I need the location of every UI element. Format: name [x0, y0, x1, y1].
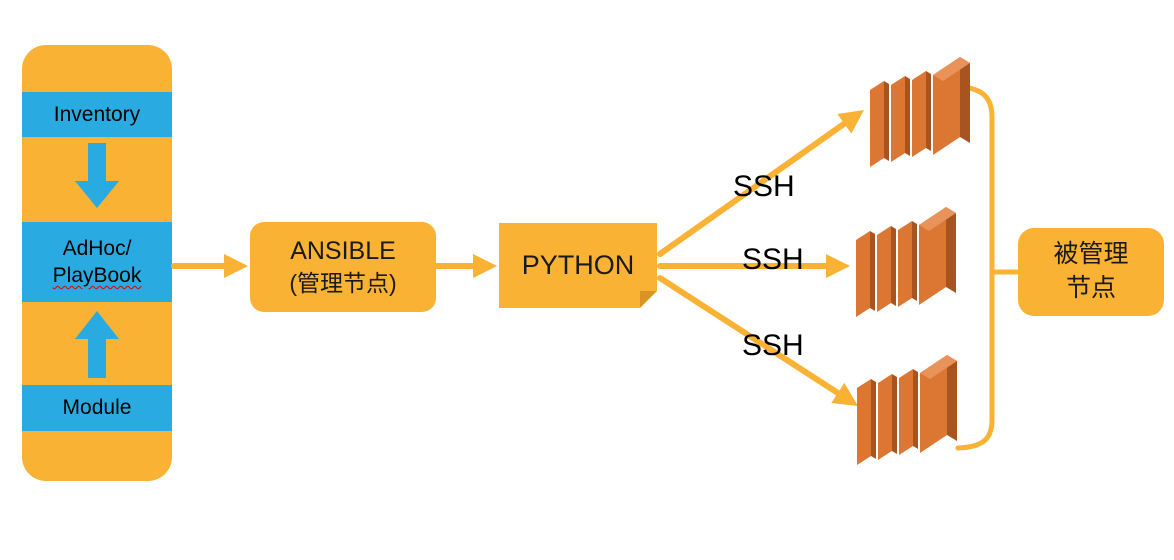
managed-nodes-box: 被管理 节点 [1018, 228, 1164, 316]
ssh-label-bottom: SSH [742, 329, 804, 362]
server-stack-shape [856, 207, 956, 317]
module-box: Module [22, 385, 172, 431]
up-arrow-icon [88, 339, 106, 378]
arrow-python-to-bottom-server [657, 275, 844, 398]
managed-label-line2: 节点 [1065, 274, 1116, 302]
up-arrow-head-icon [75, 311, 119, 339]
adhoc-playbook-box: AdHoc/ PlayBook [22, 222, 172, 302]
python-node-box: PYTHON [499, 223, 657, 308]
server-stack-icon [857, 355, 957, 465]
managed-nodes-bracket [955, 84, 1020, 451]
stack-internal-arrows [75, 143, 119, 378]
bracket-curve [955, 84, 995, 451]
arrowhead-icon [826, 254, 850, 278]
control-node-stack: Inventory AdHoc/ PlayBook Module [22, 45, 172, 481]
arrowhead-icon [831, 382, 858, 406]
managed-label-line1: 被管理 [1053, 240, 1129, 269]
ssh-label-top: SSH [733, 170, 795, 203]
inventory-box: Inventory [22, 92, 172, 137]
ansible-control-node-box: ANSIBLE (管理节点) [250, 222, 436, 312]
server-stack-icon [856, 207, 956, 317]
down-arrow-icon [88, 143, 106, 182]
server-stack-shape [870, 57, 970, 167]
ssh-label-middle: SSH [742, 243, 804, 276]
playbook-label: PlayBook [52, 264, 142, 287]
flow-arrow-lines [171, 118, 851, 398]
arrowhead-icon [224, 254, 248, 278]
server-stack-shape [857, 355, 957, 465]
inventory-label: Inventory [53, 102, 141, 126]
arrow-python-to-top-server [657, 118, 851, 257]
module-label: Module [62, 396, 132, 419]
arrowhead-icon [837, 110, 864, 134]
server-stack-icon [870, 57, 970, 167]
python-label: PYTHON [521, 250, 635, 280]
ansible-label: ANSIBLE [290, 236, 396, 265]
adhoc-label: AdHoc/ [62, 236, 132, 260]
arrowhead-icon [473, 254, 497, 278]
ansible-sublabel: (管理节点) [289, 270, 397, 297]
down-arrow-head-icon [75, 181, 119, 208]
flow-arrow-heads [224, 110, 864, 406]
